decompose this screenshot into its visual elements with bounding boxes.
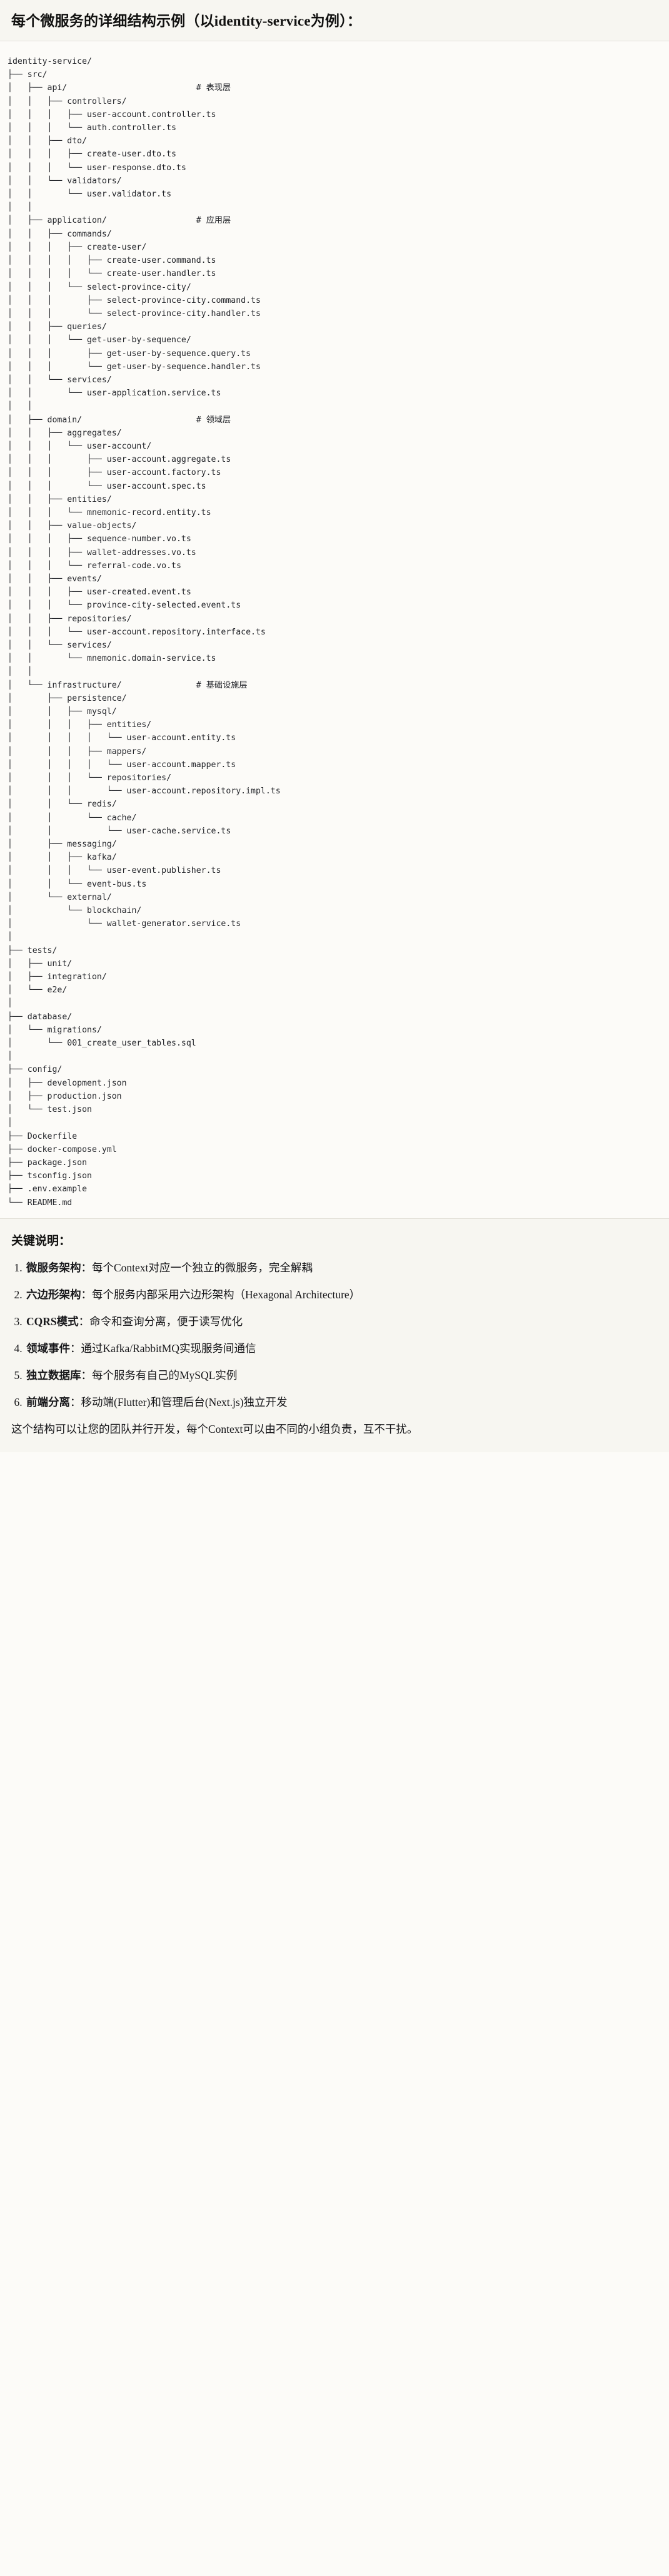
key-note-description: 移动端(Flutter)和管理后台(Next.js)独立开发	[81, 1396, 288, 1409]
page-title: 每个微服务的详细结构示例（以identity-service为例）：	[0, 0, 669, 41]
key-note-description: 每个Context对应一个独立的微服务，完全解耦	[92, 1261, 313, 1274]
key-notes-title: 关键说明：	[11, 1234, 71, 1248]
document-page: 每个微服务的详细结构示例（以identity-service为例）： ident…	[0, 0, 669, 1452]
key-note-term: 微服务架构	[26, 1261, 81, 1274]
key-note-term: 前端分离	[26, 1396, 70, 1409]
key-note-item: 领域事件：通过Kafka/RabbitMQ实现服务间通信	[25, 1340, 658, 1357]
key-note-description: 每个服务有自己的MySQL实例	[92, 1369, 238, 1382]
key-note-term: CQRS模式	[26, 1315, 79, 1328]
key-note-description: 命令和查询分离，便于读写优化	[89, 1315, 243, 1328]
key-note-item: CQRS模式：命令和查询分离，便于读写优化	[25, 1313, 658, 1330]
key-note-description: 通过Kafka/RabbitMQ实现服务间通信	[81, 1342, 256, 1355]
key-note-separator: ：	[70, 1396, 81, 1409]
key-note-separator: ：	[78, 1315, 90, 1328]
key-note-item: 独立数据库：每个服务有自己的MySQL实例	[25, 1367, 658, 1384]
key-note-item: 六边形架构：每个服务内部采用六边形架构（Hexagonal Architectu…	[25, 1286, 658, 1303]
key-note-term: 独立数据库	[26, 1369, 81, 1382]
code-block: identity-service/ ├── src/ │ ├── api/ # …	[0, 41, 669, 1218]
closing-paragraph: 这个结构可以让您的团队并行开发，每个Context可以由不同的小组负责，互不干扰…	[11, 1423, 418, 1436]
directory-tree: identity-service/ ├── src/ │ ├── api/ # …	[8, 57, 281, 1208]
key-note-separator: ：	[81, 1261, 93, 1274]
key-notes-section: 关键说明： 微服务架构：每个Context对应一个独立的微服务，完全解耦六边形架…	[0, 1218, 669, 1452]
key-note-item: 微服务架构：每个Context对应一个独立的微服务，完全解耦	[25, 1260, 658, 1276]
key-note-term: 领域事件	[26, 1342, 70, 1355]
code-divider	[0, 1218, 669, 1219]
key-note-separator: ：	[81, 1369, 93, 1382]
key-note-term: 六边形架构	[26, 1288, 81, 1301]
key-note-description: 每个服务内部采用六边形架构（Hexagonal Architecture）	[92, 1288, 361, 1301]
key-note-separator: ：	[81, 1288, 93, 1301]
key-note-separator: ：	[70, 1342, 81, 1355]
key-note-item: 前端分离：移动端(Flutter)和管理后台(Next.js)独立开发	[25, 1394, 658, 1411]
key-notes-list: 微服务架构：每个Context对应一个独立的微服务，完全解耦六边形架构：每个服务…	[11, 1260, 658, 1412]
